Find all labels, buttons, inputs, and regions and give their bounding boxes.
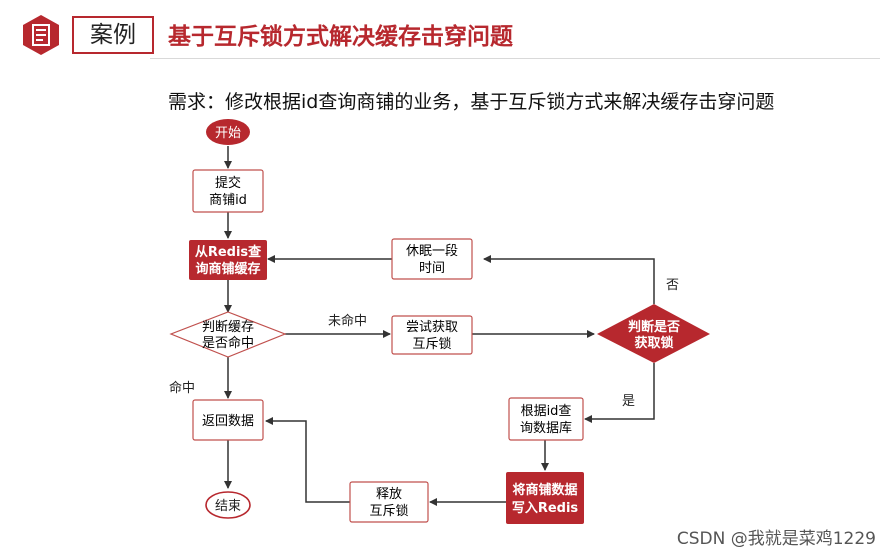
sleep-label-1: 休眠一段 [406, 244, 458, 259]
return-data-node: 返回数据 [192, 399, 264, 441]
return-data-label: 返回数据 [202, 414, 254, 429]
arrow-check-lock-to-sleep [483, 255, 655, 304]
write-redis-label-2: 写入Redis [512, 501, 579, 516]
check-lock-label-1: 判断是否 [628, 319, 680, 335]
end-node: 结束 [205, 491, 251, 519]
release-lock-label-1: 释放 [376, 487, 402, 502]
arrow-check-lock-to-query-db [584, 363, 655, 423]
edge-label-miss: 未命中 [328, 313, 367, 329]
page-title: 基于互斥锁方式解决缓存击穿问题 [168, 24, 513, 50]
end-node-label: 结束 [215, 499, 241, 514]
query-redis-cache-label-1: 从Redis查 [195, 244, 262, 260]
sleep-label-2: 时间 [419, 261, 445, 276]
check-cache-hit-label-2: 是否命中 [202, 335, 254, 351]
query-redis-cache-node: 从Redis查 询商铺缓存 [189, 240, 267, 280]
requirement-text: 需求：修改根据id查询商铺的业务，基于互斥锁方式来解决缓存击穿问题 [168, 91, 775, 113]
check-lock-label-2: 获取锁 [634, 335, 673, 351]
release-lock-label-2: 互斥锁 [369, 503, 408, 519]
release-lock-node: 释放 互斥锁 [349, 481, 429, 523]
document-icon [23, 15, 59, 55]
submit-shop-id-node: 提交 商铺id [192, 169, 264, 213]
check-lock-node: 判断是否 获取锁 [597, 304, 710, 363]
edge-label-yes: 是 [622, 394, 635, 409]
check-cache-hit-label-1: 判断缓存 [202, 320, 254, 335]
case-badge: 案例 [20, 14, 154, 56]
query-database-label-2: 询数据库 [520, 420, 572, 436]
query-database-label-1: 根据id查 [521, 404, 572, 419]
submit-shop-id-label-2: 商铺id [209, 193, 247, 208]
try-lock-node: 尝试获取 互斥锁 [391, 315, 473, 355]
edge-label-no: 否 [666, 278, 679, 293]
sleep-node: 休眠一段 时间 [391, 238, 473, 280]
start-node: 开始 [206, 119, 250, 145]
check-cache-hit-node: 判断缓存 是否命中 [169, 311, 287, 358]
arrow-release-to-return [265, 417, 350, 503]
query-database-node: 根据id查 询数据库 [508, 397, 584, 441]
case-badge-label: 案例 [72, 16, 154, 54]
write-redis-label-1: 将商铺数据 [512, 482, 577, 498]
flow-connectors [224, 146, 655, 506]
edge-label-hit: 命中 [169, 380, 195, 396]
title-divider [150, 58, 880, 59]
write-redis-node: 将商铺数据 写入Redis [506, 472, 584, 524]
query-redis-cache-label-2: 询商铺缓存 [195, 261, 260, 277]
submit-shop-id-label-1: 提交 [215, 175, 241, 191]
try-lock-label-2: 互斥锁 [412, 336, 451, 352]
watermark: CSDN @我就是菜鸡1229 [676, 529, 876, 549]
try-lock-label-1: 尝试获取 [406, 320, 458, 335]
start-node-label: 开始 [215, 126, 241, 141]
